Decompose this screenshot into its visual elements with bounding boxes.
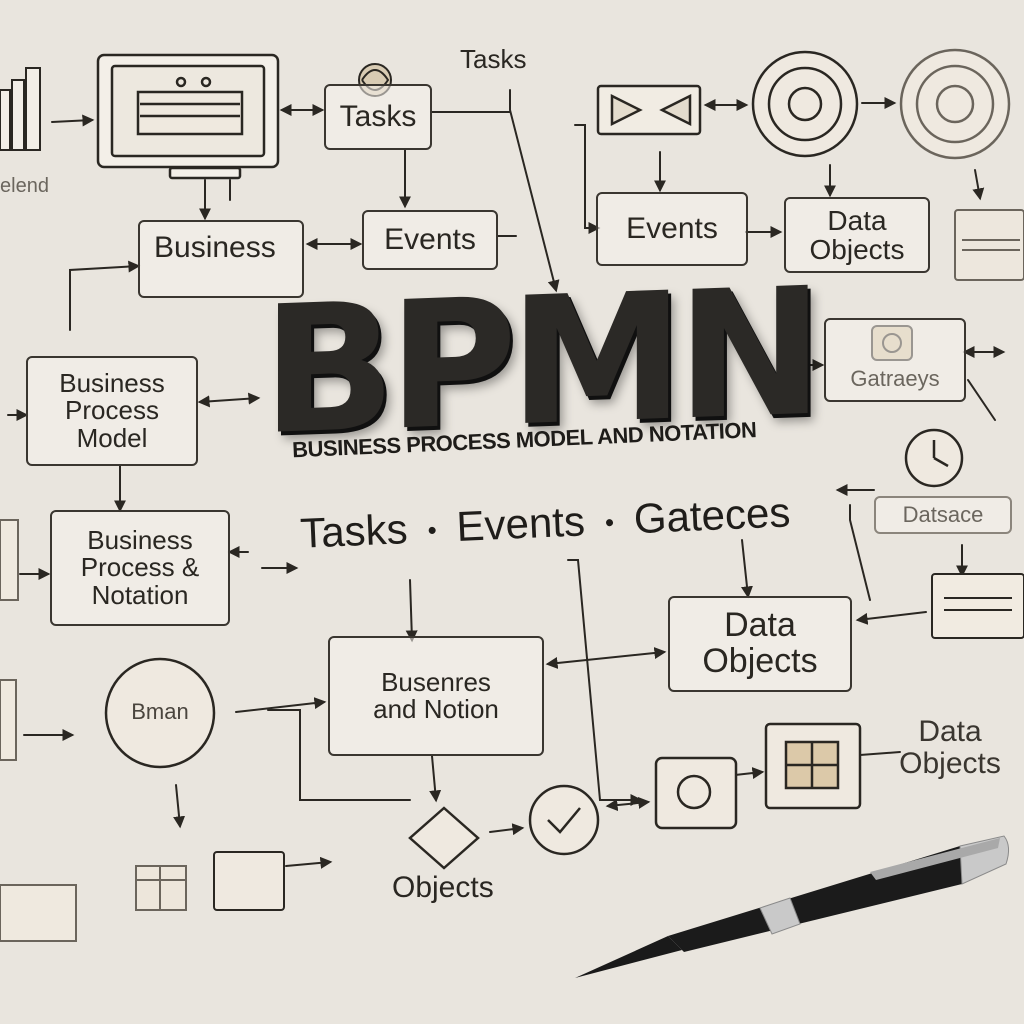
data-objects-box-center[interactable]: Data Objects bbox=[668, 596, 852, 692]
rounded-square-icon bbox=[654, 756, 738, 830]
objects-label: Objects bbox=[392, 871, 494, 904]
document-icon-left bbox=[0, 519, 77, 942]
pen[interactable] bbox=[575, 835, 1010, 978]
clock-icon bbox=[904, 428, 964, 488]
bpm-notation-box[interactable]: Business Process & Notation bbox=[50, 510, 230, 626]
events-box-right[interactable]: Events bbox=[596, 192, 748, 266]
table-icon bbox=[135, 865, 187, 911]
blank-box-icon bbox=[213, 851, 285, 911]
keyword-tasks: Tasks bbox=[299, 505, 409, 557]
bpm-model-box[interactable]: Business Process Model bbox=[26, 356, 198, 466]
datatrace-box[interactable]: Datsace bbox=[874, 496, 1012, 534]
card-icon bbox=[596, 84, 702, 136]
document-icon-right bbox=[931, 573, 1024, 639]
bullet-icon: • bbox=[604, 507, 615, 538]
legend-fragment-label: elend bbox=[0, 175, 49, 197]
keyword-gateways: Gateces bbox=[632, 488, 792, 543]
monitor-icon bbox=[96, 53, 280, 180]
circle-node bbox=[104, 657, 216, 769]
events-box-top[interactable]: Events bbox=[362, 210, 498, 270]
target-icon bbox=[751, 50, 859, 158]
gateways-box[interactable]: Gatraeys bbox=[824, 318, 966, 402]
tasks-box[interactable]: Tasks bbox=[324, 84, 432, 150]
target-icon-2 bbox=[899, 48, 1011, 160]
circle-node-label: Bman bbox=[131, 699, 189, 724]
data-objects-box-top[interactable]: Data Objects bbox=[784, 197, 930, 273]
blurred-box[interactable]: Busenres and Notion bbox=[328, 636, 544, 756]
bullet-icon: • bbox=[426, 515, 438, 546]
tasks-label-top: Tasks bbox=[460, 44, 527, 74]
business-box[interactable]: Business bbox=[138, 220, 304, 298]
diamond-icon bbox=[408, 806, 480, 870]
window-icon-right bbox=[954, 209, 1024, 281]
grid-box-icon bbox=[764, 722, 862, 810]
data-objects-right-label: Data Objects bbox=[899, 715, 1001, 780]
check-circle-icon bbox=[528, 784, 600, 856]
keyword-events: Events bbox=[455, 497, 586, 550]
bar-chart-icon bbox=[0, 67, 41, 151]
